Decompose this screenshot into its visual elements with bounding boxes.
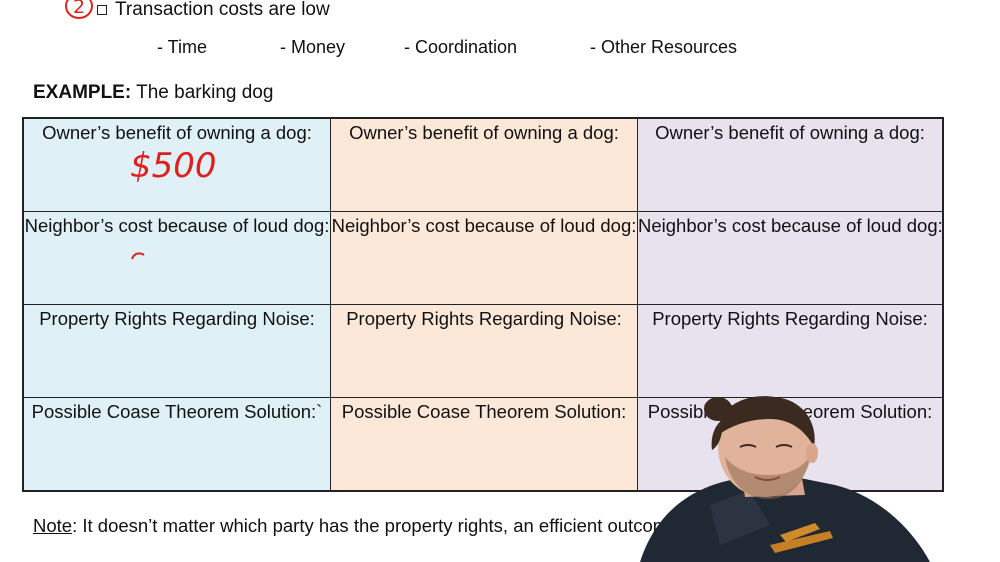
note-text: Note: It doesn’t matter which party has … xyxy=(33,515,697,537)
cost-item-money: - Money xyxy=(280,37,346,57)
table-cell: Property Rights Regarding Noise: xyxy=(24,305,331,398)
table-cell: Owner’s benefit of owning a dog: xyxy=(331,119,638,212)
table-cell: Property Rights Regarding Noise: xyxy=(638,305,942,398)
example-label: EXAMPLE: xyxy=(33,82,132,103)
handwritten-value: $500 xyxy=(130,146,217,186)
note-body: : It doesn’t matter which party has the … xyxy=(72,515,697,536)
coase-example-table: Owner’s benefit of owning a dog: Owner’s… xyxy=(22,117,944,492)
table-cell: Neighbor’s cost because of loud dog: xyxy=(331,212,638,305)
table-cell: Owner’s benefit of owning a dog: xyxy=(638,119,942,212)
example-heading: EXAMPLE: The barking dog xyxy=(33,82,273,104)
cost-item-coordination: - Coordination xyxy=(404,37,518,57)
cost-item-other-resources: - Other Resources xyxy=(590,37,738,57)
svg-text:$500: $500 xyxy=(130,146,217,186)
presenter-video-overlay xyxy=(640,396,930,562)
example-text: The barking dog xyxy=(136,82,274,103)
table-cell: Property Rights Regarding Noise: xyxy=(331,305,638,398)
circled-number-annotation: 2 xyxy=(65,0,93,19)
handwritten-stroke xyxy=(131,252,145,260)
table-cell: Possible Coase Theorem Solution: xyxy=(331,398,638,490)
cost-item-time: - Time xyxy=(157,37,208,57)
table-cell: Neighbor’s cost because of loud dog: xyxy=(638,212,942,305)
svg-text:2: 2 xyxy=(73,0,85,18)
note-label: Note xyxy=(33,515,73,536)
checkbox-bullet xyxy=(97,5,107,15)
condition-text: Transaction costs are low xyxy=(115,0,330,20)
table-cell: Neighbor’s cost because of loud dog: xyxy=(24,212,331,305)
table-cell: Owner’s benefit of owning a dog: xyxy=(24,119,331,212)
table-cell: Possible Coase Theorem Solution:` xyxy=(24,398,331,490)
